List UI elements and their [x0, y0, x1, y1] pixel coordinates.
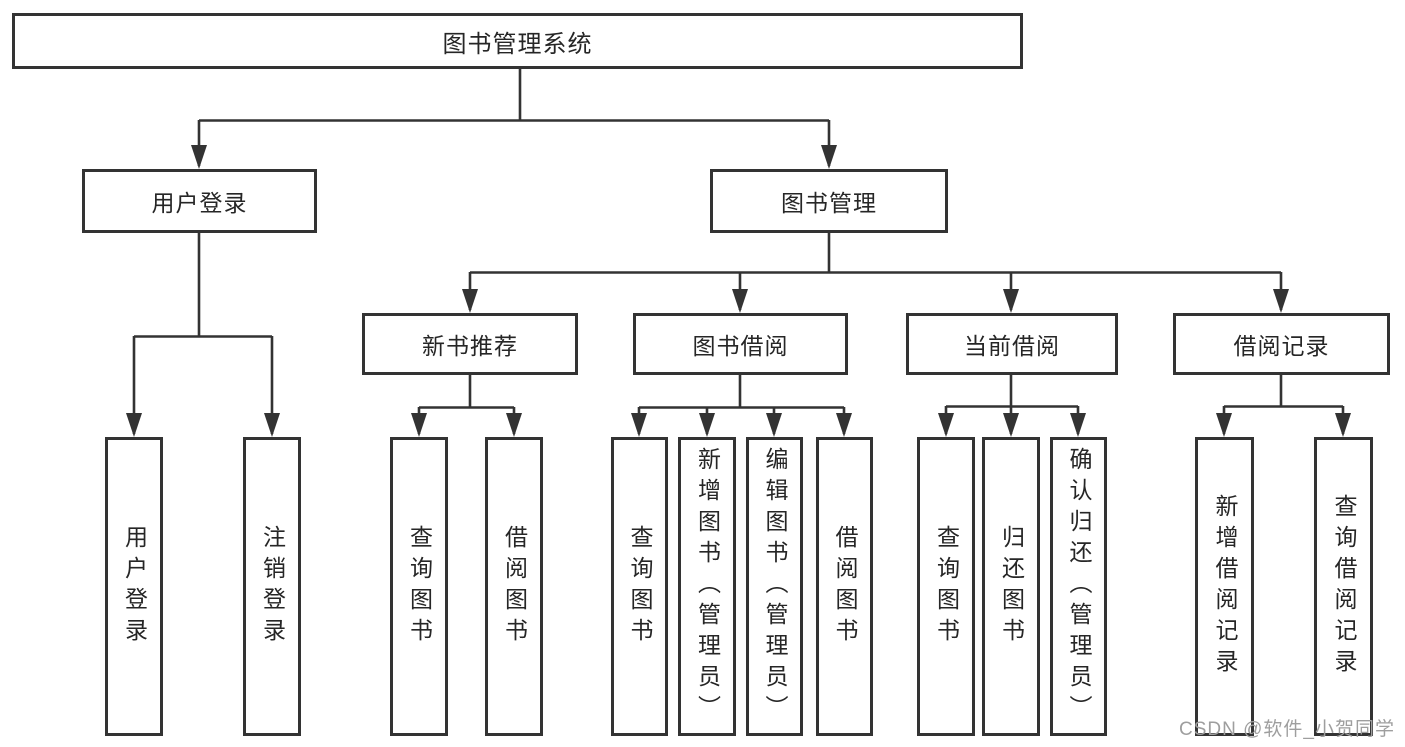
arrowhead-icon — [732, 289, 748, 313]
leaf-query-books-current: 查询图书 — [917, 437, 975, 736]
arrowhead-icon — [264, 413, 280, 437]
leaf-user-login: 用户登录 — [105, 437, 163, 736]
arrowhead-icon — [836, 413, 852, 437]
arrowhead-icon — [1003, 413, 1019, 437]
arrowhead-icon — [1003, 289, 1019, 313]
leaf-return-books: 归还图书 — [982, 437, 1040, 736]
arrowhead-icon — [1070, 413, 1086, 437]
leaf-borrow-books: 借阅图书 — [816, 437, 873, 736]
edge-current-borrow-to-leaves — [938, 375, 1086, 437]
arrowhead-icon — [411, 413, 427, 437]
leaf-logout: 注销登录 — [243, 437, 301, 736]
leaf-confirm-return-admin: 确认归还（管理员） — [1050, 437, 1107, 736]
leaf-add-borrow-record: 新增借阅记录 — [1195, 437, 1254, 736]
arrowhead-icon — [631, 413, 647, 437]
node-current-borrow: 当前借阅 — [906, 313, 1118, 375]
edge-book-management-to-level3 — [462, 233, 1289, 313]
leaf-query-books-borrow: 查询图书 — [611, 437, 668, 736]
arrowhead-icon — [506, 413, 522, 437]
arrowhead-icon — [766, 413, 782, 437]
node-book-borrow: 图书借阅 — [633, 313, 848, 375]
arrowhead-icon — [1216, 413, 1232, 437]
edge-borrow-records-to-leaves — [1216, 375, 1351, 437]
edge-user-login-to-leaves — [126, 233, 280, 437]
node-user-login: 用户登录 — [82, 169, 317, 233]
node-new-book-recommend: 新书推荐 — [362, 313, 578, 375]
arrowhead-icon — [462, 289, 478, 313]
arrowhead-icon — [191, 145, 207, 169]
edge-book-borrow-to-leaves — [631, 375, 852, 437]
node-library-management-system: 图书管理系统 — [12, 13, 1023, 69]
node-borrow-records: 借阅记录 — [1173, 313, 1390, 375]
leaf-borrow-books-recommend: 借阅图书 — [485, 437, 543, 736]
leaf-edit-books-admin: 编辑图书（管理员） — [746, 437, 803, 736]
node-book-management: 图书管理 — [710, 169, 948, 233]
arrowhead-icon — [126, 413, 142, 437]
leaf-add-books-admin: 新增图书（管理员） — [678, 437, 736, 736]
edge-root-to-level2 — [191, 69, 837, 169]
leaf-query-borrow-record: 查询借阅记录 — [1314, 437, 1373, 736]
arrowhead-icon — [699, 413, 715, 437]
arrowhead-icon — [1335, 413, 1351, 437]
edge-new-book-recommend-to-leaves — [411, 375, 522, 437]
arrowhead-icon — [821, 145, 837, 169]
arrowhead-icon — [938, 413, 954, 437]
arrowhead-icon — [1273, 289, 1289, 313]
leaf-query-books-recommend: 查询图书 — [390, 437, 448, 736]
watermark: CSDN @软件_小贺同学 — [1179, 719, 1395, 740]
